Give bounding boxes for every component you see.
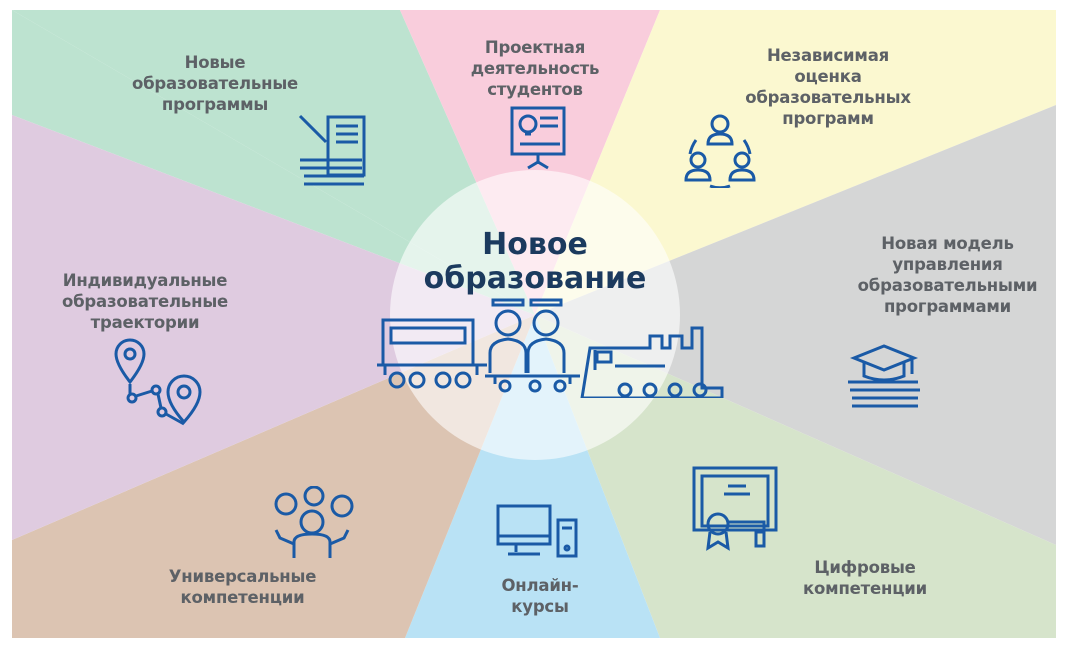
people-cycle-icon [682,112,758,188]
segment-new-programs-left [12,10,535,315]
computer-icon [496,504,582,558]
route-pins-icon [112,336,208,428]
label-new-management-model: Новая модель управления образовательными… [857,234,1038,316]
title-line-2: образование [423,261,647,296]
lightbulb-presentation-icon [508,104,568,170]
segment-new-management-model [535,105,1056,545]
label-new-programs: Новые образовательные программы [131,53,299,114]
segment-individual-trajectories [12,115,535,540]
label-individual-trajectories: Индивидуальные образовательные траектори… [61,271,229,332]
segment-universal-competencies [12,315,535,638]
label-online-courses: Онлайн- курсы [501,576,579,616]
document-pencil-books-icon [298,112,370,188]
center-title: Новое образование [400,228,670,296]
segment-digital-competencies [535,315,1056,638]
label-independent-assessment: Независимая оценка образовательных прогр… [745,46,911,128]
segment-online-courses [405,315,660,638]
segment-project-activity [400,10,660,315]
title-line-1: Новое [482,227,588,262]
segment-independent-assessment [535,10,1056,315]
certificate-icon [692,466,782,552]
person-juggling-icon [272,486,356,560]
label-universal-competencies: Универсальные компетенции [168,567,317,607]
label-project-activity: Проектная деятельность студентов [470,38,600,99]
train-graduates-icon [375,298,725,398]
graduation-cap-books-icon [846,342,926,410]
label-digital-competencies: Цифровые компетенции [803,558,927,598]
